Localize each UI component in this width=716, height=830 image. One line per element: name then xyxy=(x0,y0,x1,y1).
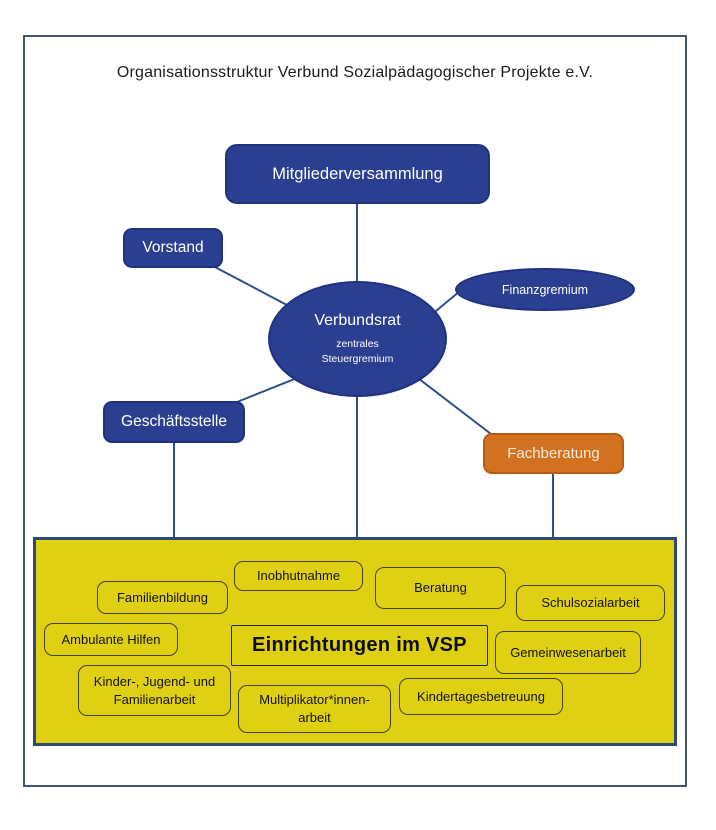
facility-beratung: Beratung xyxy=(375,567,506,609)
facility-label: Kindertagesbetreuung xyxy=(417,688,545,704)
facility-kindertagesbetreuung: Kindertagesbetreuung xyxy=(399,678,563,715)
facilities-panel: Inobhutnahme Familienbildung Beratung Sc… xyxy=(33,537,677,746)
node-vorstand: Vorstand xyxy=(123,228,223,268)
node-finanzgremium-label: Finanzgremium xyxy=(501,282,589,297)
node-mitgliederversammlung: Mitgliederversammlung xyxy=(225,144,490,204)
facility-gemeinwesenarbeit: Gemeinwesenarbeit xyxy=(495,631,641,674)
facility-label: Beratung xyxy=(414,580,467,596)
facility-label: Ambulante Hilfen xyxy=(61,631,161,647)
facility-label: Gemeinwesenarbeit xyxy=(510,644,626,660)
facility-inobhutnahme: Inobhutnahme xyxy=(234,561,363,591)
node-mitgliederversammlung-label: Mitgliederversammlung xyxy=(272,164,443,183)
facility-ambulante-hilfen: Ambulante Hilfen xyxy=(44,623,178,656)
node-verbundsrat-sublabel: zentrales Steuergremium xyxy=(321,337,394,365)
connector-verbundsrat-fachberatung xyxy=(409,371,492,435)
chart-title: Organisationsstruktur Verbund Sozialpäda… xyxy=(116,64,594,81)
facility-label: Kinder-, Jugend- und Familienarbeit xyxy=(93,673,216,707)
facility-schulsozialarbeit: Schulsozialarbeit xyxy=(516,585,665,621)
node-fachberatung: Fachberatung xyxy=(483,433,624,474)
facilities-heading: Einrichtungen im VSP xyxy=(231,625,488,666)
facility-label: Inobhutnahme xyxy=(256,568,341,584)
node-fachberatung-label: Fachberatung xyxy=(507,445,600,462)
node-vorstand-label: Vorstand xyxy=(142,239,204,256)
facility-label: Schulsozialarbeit xyxy=(541,595,640,611)
node-geschaeftsstelle-label: Geschäftsstelle xyxy=(121,413,227,430)
facility-label: Multiplikator*innen- arbeit xyxy=(259,692,370,725)
facility-multiplikatorinnenarbeit: Multiplikator*innen- arbeit xyxy=(238,685,391,733)
node-verbundsrat-label: Verbundsrat xyxy=(314,311,401,329)
facility-label: Familienbildung xyxy=(116,589,209,605)
facilities-heading-label: Einrichtungen im VSP xyxy=(252,634,467,656)
connector-verbundsrat-geschaeftsstelle xyxy=(236,375,303,403)
node-verbundsrat: Verbundsrat zentrales Steuergremium xyxy=(268,281,447,397)
facility-kinder-jugend-familienarbeit: Kinder-, Jugend- und Familienarbeit xyxy=(78,665,231,716)
node-finanzgremium: Finanzgremium xyxy=(455,268,635,311)
facility-familienbildung: Familienbildung xyxy=(97,581,228,614)
node-geschaeftsstelle: Geschäftsstelle xyxy=(103,401,245,443)
